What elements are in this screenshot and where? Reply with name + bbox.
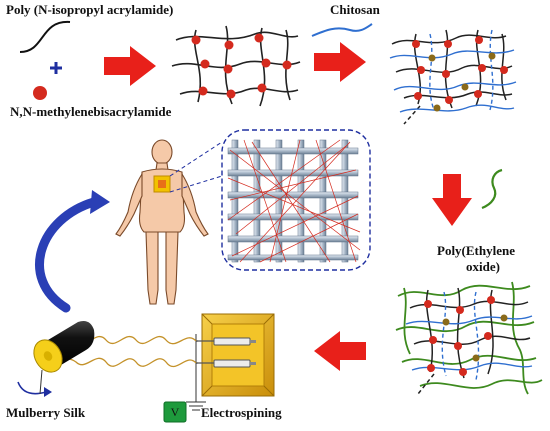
pnipam-network	[171, 25, 301, 107]
voltage-label: V	[170, 405, 180, 419]
arrow-step-3	[432, 174, 472, 226]
rotation-arrowhead-icon	[44, 387, 52, 397]
peo-label-line1: Poly(Ethylene	[437, 243, 515, 258]
woven-silk-mesh	[227, 139, 359, 263]
mulberry-silk-label: Mulberry Silk	[6, 405, 86, 420]
pnipam-crosslinks	[191, 33, 292, 99]
chitosan-chain-icon	[311, 23, 373, 37]
hydrogel-nanofibers	[227, 139, 361, 263]
arrow-step-1	[104, 46, 156, 86]
silk-collector-cylinder	[33, 321, 95, 373]
pnipam-monomer-icon	[19, 20, 71, 53]
pnipam-chitosan-network	[389, 29, 517, 125]
wound-patch-icon	[153, 175, 171, 193]
electrospinning-box	[201, 313, 275, 397]
chitosan-label: Chitosan	[330, 2, 380, 17]
voltage-source-icon	[163, 401, 187, 423]
blue-curved-arrow	[35, 190, 110, 313]
arrow-step-2	[314, 42, 366, 82]
arrow-step-4	[314, 331, 366, 371]
plus-sign	[50, 62, 62, 74]
human-body-figure	[115, 139, 209, 305]
syringe-icon	[196, 337, 256, 368]
peo-label-line2: oxide)	[466, 259, 500, 274]
peo-chain-icon	[481, 168, 503, 210]
electrospinning-label: Electrospining	[201, 405, 282, 420]
rotation-arrow-icon	[17, 381, 47, 395]
pnipam-label: Poly (N-isopropyl acrylamide)	[6, 2, 174, 17]
crosslinker-dot-icon	[33, 86, 47, 100]
crosslinker-label: N,N-methylenebisacrylamide	[10, 104, 172, 119]
full-hydrogel-network	[395, 281, 543, 395]
high-voltage-circuit	[186, 334, 206, 411]
collector-axis	[39, 369, 43, 395]
zoom-guide-lines	[169, 141, 223, 193]
